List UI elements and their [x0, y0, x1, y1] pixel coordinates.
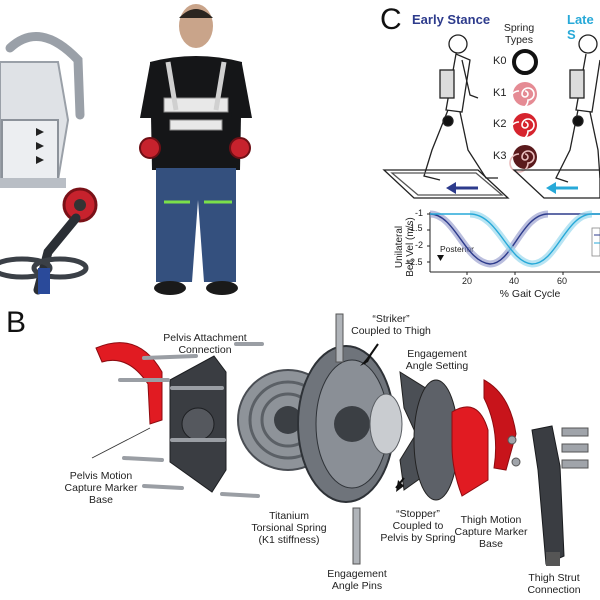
spring-icon-k1 — [509, 82, 537, 110]
label-engagement-angle-pins: Engagement Angle Pins — [327, 568, 387, 592]
spring-label-k0: K0 — [493, 55, 507, 67]
panel-c-letter: C — [380, 3, 402, 36]
panel-b-letter: B — [6, 306, 27, 339]
late-series-line — [430, 213, 600, 265]
xtick-40: 40 — [509, 276, 520, 286]
plot-xlabel: % Gait Cycle — [499, 288, 561, 300]
spring-icon-k2 — [509, 113, 537, 141]
xtick-60: 60 — [557, 276, 568, 286]
xtick-20: 20 — [462, 276, 473, 286]
label-thigh-strut-connection: Thigh Strut Connection — [527, 572, 581, 596]
spring-types-title: Spring Types — [503, 22, 535, 46]
ytick-4: -2.5 — [407, 257, 423, 267]
label-engagement-angle-setting: Engagement Angle Setting — [405, 348, 469, 372]
label-pelvis-motion-capture-marker-base: Pelvis Motion Capture Marker Base — [64, 470, 138, 506]
label-titanium-torsional-spring: Titanium Torsional Spring (K1 stiffness) — [251, 510, 327, 546]
spring-icon-k3 — [509, 145, 537, 173]
label-striker: “Striker” Coupled to Thigh — [351, 313, 431, 337]
ytick-1: -1 — [415, 208, 424, 218]
label-pelvis-attachment: Pelvis Attachment Connection — [163, 332, 247, 356]
spring-label-k2: K2 — [493, 118, 507, 130]
late-stance-heading: Late S — [567, 12, 594, 42]
spring-icon-k0 — [512, 49, 538, 75]
spring-label-k3: K3 — [493, 150, 507, 162]
label-thigh-motion-capture-marker-base: Thigh Motion Capture Marker Base — [454, 514, 528, 550]
spring-label-k1: K1 — [493, 87, 507, 99]
posterior-annotation: Posterior — [440, 244, 475, 254]
early-series-line — [429, 213, 600, 265]
early-stance-heading: Early Stance — [412, 12, 491, 27]
ytick-2: -1.5 — [407, 223, 423, 233]
label-stopper: “Stopper” Coupled to Pelvis by Spring — [380, 508, 456, 544]
ytick-3: -2 — [415, 240, 424, 250]
